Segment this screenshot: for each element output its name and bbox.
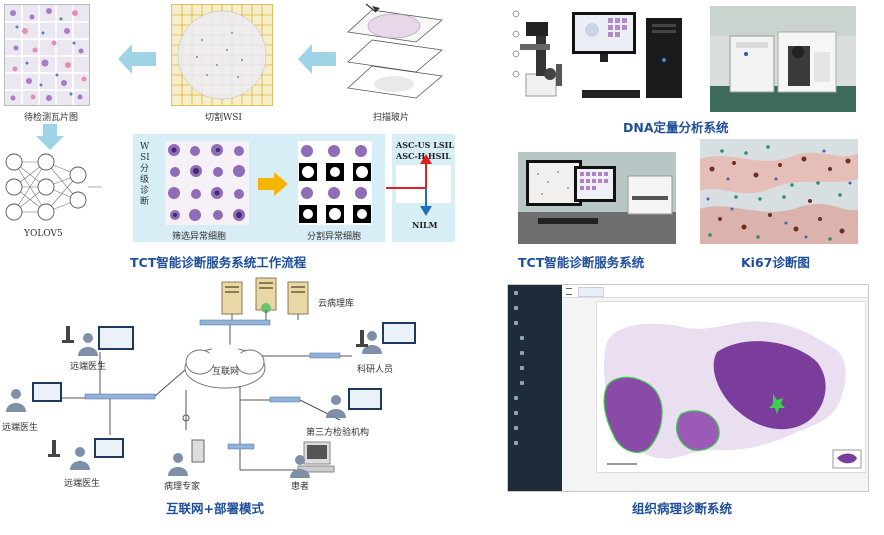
sidebar-item[interactable] (508, 315, 562, 330)
sidebar-item[interactable] (508, 390, 562, 405)
label-remote-doctor-2: 远端医生 (2, 423, 39, 433)
segmented-cells-graphic (299, 145, 371, 223)
tissue-app-window (507, 284, 869, 492)
tct-system-photo (518, 152, 676, 244)
network-caption: 互联网+部署模式 (166, 501, 264, 516)
tissue-caption: 组织病理诊断系统 (632, 501, 733, 516)
label-cloud-server: 云病理库 (318, 299, 355, 309)
cut-wsi-label: 切割WSI (205, 113, 242, 123)
server-icon (221, 277, 309, 315)
label-internet: 互联网 (212, 367, 240, 377)
decision-arrows-icon (386, 154, 432, 216)
tab-active[interactable] (578, 287, 604, 297)
dna-caption: DNA定量分析系统 (623, 120, 729, 135)
dna-workstation-graphic (512, 10, 682, 98)
arrow-left-icon (118, 44, 156, 74)
segmented-cells-image (298, 141, 372, 225)
dna-device-photo (710, 6, 856, 112)
label-remote-doctor-1: 远端医生 (70, 362, 107, 372)
dna-microscope-photo (512, 4, 698, 110)
arrow-down-icon (36, 124, 64, 150)
arrow-left-icon (298, 44, 336, 74)
scan-slide-graphic (347, 3, 443, 99)
sidebar-item[interactable] (508, 405, 562, 420)
tiles-image (4, 4, 90, 106)
result-asc-us: ASC-US LSIL (396, 140, 454, 150)
ki67-photo (700, 139, 858, 244)
slide-viewer[interactable] (596, 301, 866, 473)
scan-label: 扫描玻片 (373, 113, 410, 123)
dna-scanner-graphic (710, 6, 856, 112)
result-nilm: NILM (412, 220, 438, 230)
label-pathologist: 病理专家 (164, 482, 201, 492)
label-patient: 患者 (291, 482, 310, 492)
network-diagram-graphic (6, 277, 416, 478)
label-researcher: 科研人员 (357, 365, 394, 375)
sidebar-item[interactable] (508, 300, 562, 315)
tct-workflow-caption: TCT智能诊断服务系统工作流程 (130, 255, 307, 270)
sidebar-item[interactable] (508, 345, 562, 360)
screen-label: 筛选异常细胞 (172, 232, 227, 242)
tct-system-graphic (518, 152, 676, 244)
label-remote-doctor-3: 远端医生 (64, 479, 101, 489)
ki67-tissue-graphic (700, 145, 858, 244)
sidebar-item[interactable] (508, 360, 562, 375)
sidebar-item[interactable] (508, 285, 562, 300)
app-topbar (562, 285, 868, 298)
yolo-label: YOLOV5 (24, 229, 63, 239)
classify-vertical-label: WSI分级诊断 (140, 142, 150, 207)
wsi-grid-graphic (172, 5, 272, 105)
sidebar-item[interactable] (508, 420, 562, 435)
tissue-slide-graphic (603, 321, 862, 469)
segment-label: 分割异常细胞 (307, 232, 362, 242)
arrow-right-icon (258, 172, 288, 196)
tiles-label: 待检测瓦片图 (24, 113, 79, 123)
sidebar-item[interactable] (508, 330, 562, 345)
neural-network-graphic (5, 153, 102, 221)
tct-system-caption: TCT智能诊断服务系统 (518, 255, 645, 270)
result-divider (396, 165, 451, 203)
sidebar-item[interactable] (508, 375, 562, 390)
microscope-icon (48, 326, 368, 457)
screened-cells-graphic (168, 144, 245, 221)
sidebar-item[interactable] (508, 435, 562, 450)
computer-icon (32, 322, 416, 473)
screened-cells-image (165, 141, 249, 225)
ki67-caption: Ki67诊断图 (741, 255, 810, 270)
cut-wsi-image (171, 4, 273, 106)
tiles-grid-graphic (5, 5, 89, 105)
label-third-party: 第三方检验机构 (306, 428, 370, 438)
menu-icon[interactable] (566, 288, 572, 295)
person-icon (6, 331, 382, 478)
result-asc-h: ASC-H HSIL (396, 151, 451, 161)
app-sidebar (508, 285, 562, 491)
